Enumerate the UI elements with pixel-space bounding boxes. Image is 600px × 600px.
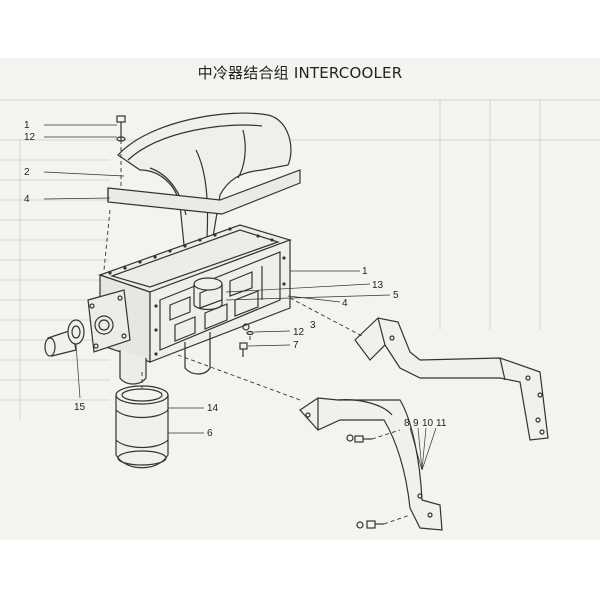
callout-9: 9 (413, 418, 419, 429)
callout-13: 13 (372, 280, 384, 291)
side-outlet-flange (87, 289, 131, 353)
diagram-title: 中冷器结合组 INTERCOOLER (197, 64, 403, 82)
callout-4-lower: 4 (342, 298, 348, 309)
callout-10: 10 (422, 418, 434, 429)
callout-15: 15 (74, 402, 86, 413)
center-bung (193, 277, 223, 311)
bracket-fasteners (346, 434, 384, 529)
callout-7: 7 (293, 340, 299, 351)
callout-3: 3 (310, 320, 316, 331)
callout-14: 14 (207, 403, 219, 414)
intercooler-core (98, 224, 292, 385)
leader-lines (43, 124, 437, 471)
bolt-1-upper (116, 115, 126, 142)
callout-labels: 1 12 2 4 1 13 5 4 3 12 7 15 14 6 8 9 10 … (24, 120, 447, 439)
callout-8: 8 (404, 418, 410, 429)
small-fasteners (239, 323, 254, 357)
pipe-15 (44, 319, 85, 357)
lower-bracket (299, 397, 443, 531)
background-table (0, 99, 600, 420)
callout-11: 11 (436, 418, 447, 429)
upper-bracket (354, 317, 549, 441)
callout-5: 5 (393, 290, 399, 301)
callout-12-lower: 12 (293, 327, 305, 338)
callout-2: 2 (24, 167, 30, 178)
hose-sleeve (115, 385, 169, 469)
callout-12-upper: 12 (24, 132, 36, 143)
callout-4-upper: 4 (24, 194, 30, 205)
callout-6: 6 (207, 428, 213, 439)
duct-flange (107, 169, 301, 215)
callout-1-lower: 1 (362, 266, 368, 277)
assembly-dashed-lines (103, 140, 411, 525)
callout-1-upper: 1 (24, 120, 30, 131)
